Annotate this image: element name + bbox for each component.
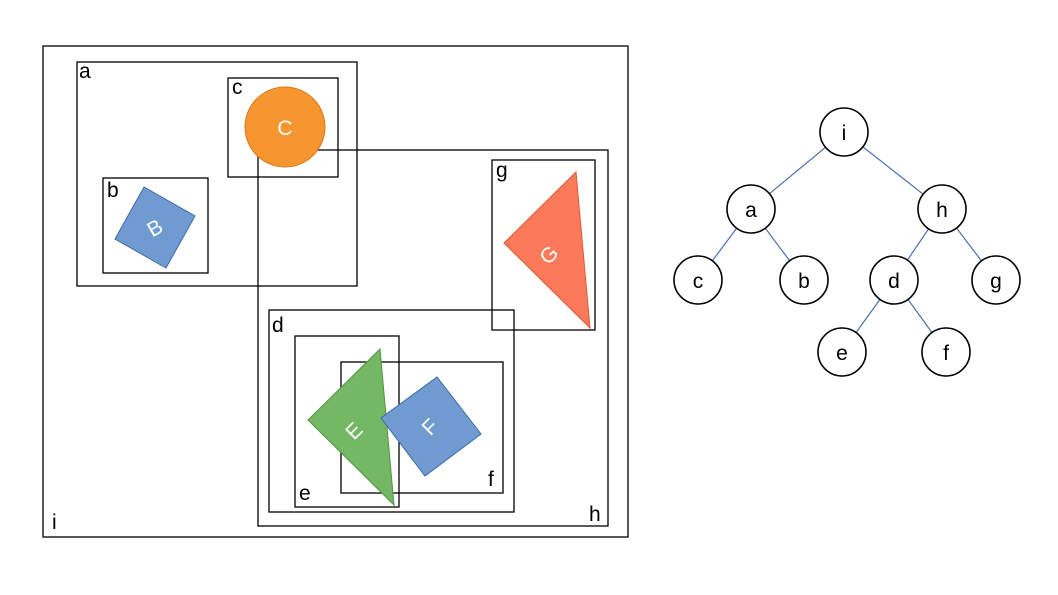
tree-node-e: e: [817, 327, 867, 377]
tree-edges: [697, 131, 997, 353]
box-a: [76, 61, 358, 287]
box-label-b: b: [107, 179, 119, 202]
box-d: [268, 309, 515, 513]
tree-node-i: i: [819, 107, 869, 157]
tree-node-label: d: [888, 270, 900, 293]
tree-node-circle: [869, 255, 919, 305]
tree-node-circle: [921, 327, 971, 377]
square-shape-f: [380, 376, 482, 477]
tree-node-circle: [817, 327, 867, 377]
tree-node-label: c: [693, 270, 704, 293]
box-i: [42, 45, 629, 538]
shape-label-c: C: [277, 117, 292, 140]
box-label-h: h: [589, 503, 601, 526]
tree-node-c: c: [673, 255, 723, 305]
box-label-i: i: [52, 511, 57, 534]
tree-node-a: a: [726, 184, 776, 234]
box-label-f: f: [488, 468, 494, 491]
tree-node-b: b: [779, 255, 829, 305]
tree-node-circle: [673, 255, 723, 305]
tree-node-d: d: [869, 255, 919, 305]
tree-node-circle: [917, 184, 967, 234]
triangle-shape-g: [503, 170, 591, 330]
box-label-e: e: [299, 482, 311, 505]
triangle-shape-e: [307, 347, 395, 507]
tree-node-circle: [779, 255, 829, 305]
tree-node-label: b: [798, 270, 810, 293]
tree-node-circle: [819, 107, 869, 157]
tree-node-label: f: [943, 342, 949, 365]
tree-node-label: g: [990, 270, 1002, 293]
box-g: [491, 159, 596, 331]
square-shape-b: [114, 186, 196, 269]
tree-node-circle: [971, 255, 1021, 305]
circle-shape-c: [244, 86, 326, 168]
box-c: [227, 77, 339, 178]
tree-node-label: a: [745, 199, 757, 222]
tree-node-label: i: [842, 122, 847, 145]
tree-node-g: g: [971, 255, 1021, 305]
box-label-g: g: [496, 159, 508, 182]
box-h: [257, 149, 609, 527]
tree-node-f: f: [921, 327, 971, 377]
tree-node-label: h: [936, 199, 948, 222]
tree-node-label: e: [836, 342, 848, 365]
tree-node-h: h: [917, 184, 967, 234]
box-label-d: d: [272, 314, 284, 337]
tree-node-circle: [726, 184, 776, 234]
box-label-a: a: [79, 60, 91, 83]
box-b: [102, 177, 209, 274]
box-label-c: c: [232, 76, 243, 99]
